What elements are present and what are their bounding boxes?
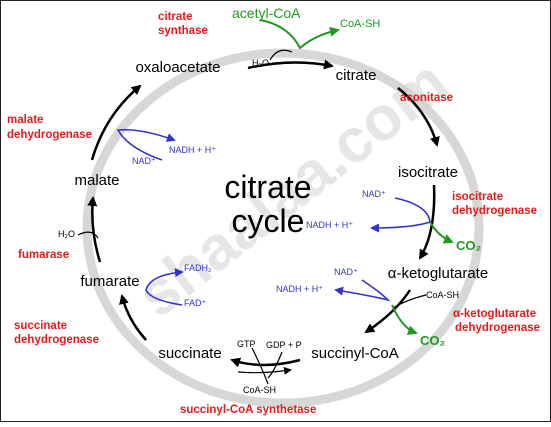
arrow-succinate-fumarate [119,294,147,341]
label-fad: FAD⁺ [184,298,207,308]
title-line2: cycle [232,203,305,239]
label-co2-2: CO₂ [420,333,446,348]
label-fadh2: FADH₂ [184,263,212,273]
enzyme-succinate-dh-2: dehydrogenase [14,334,99,346]
metabolite-alpha-ketoglutarate: α-ketoglutarate [388,265,488,282]
label-nad-akg: NAD⁺ [334,267,358,277]
enzyme-citrate-synthase-1: citrate [158,11,193,23]
enzyme-succinyl-coa-synthetase: succinyl-CoA synthetase [180,404,316,416]
label-acetyl-coa: acetyl-CoA [232,5,301,21]
metabolite-oxaloacetate: oxaloacetate [135,59,220,76]
label-h2o-left: H₂O [58,229,75,239]
arrow-fumarate-malate [87,196,102,263]
enzyme-akg-dh-2: dehydrogenase [455,322,540,334]
label-co2-1: CO₂ [456,238,482,253]
enzyme-fumarase: fumarase [18,249,69,261]
arrow-coash-bottom [237,366,292,375]
label-coa-sh-bottom: CoA-SH [243,385,276,395]
metabolite-citrate: citrate [336,67,377,84]
arrow-h2o-top [269,49,293,61]
label-coa-sh-top: CoA-SH [340,18,380,30]
arrow-citrate-isocitrate [397,87,440,147]
arrow-isocitrate-akg [418,184,436,260]
enzyme-citrate-synthase-2: synthase [158,25,208,37]
arrow-nad-malate [116,128,176,161]
cycle-ring [82,48,484,408]
label-nad-malate: NAD⁺ [132,156,156,166]
metabolite-fumarate: fumarate [80,273,139,290]
enzyme-malate-dh-1: malate [7,114,43,126]
line-gdp [267,351,283,379]
metabolite-isocitrate: isocitrate [398,164,458,181]
label-h2o-top: H₂O [252,58,269,68]
metabolite-succinate: succinate [158,345,221,362]
arrow-nad-isocitrate [370,197,431,233]
metabolite-succinyl-coa: succinyl-CoA [311,345,399,362]
enzyme-akg-dh-1: α-ketoglutarate [453,308,536,320]
enzyme-isocitrate-dh-2: dehydrogenase [452,205,537,217]
enzyme-aconitase: aconitase [400,92,453,104]
arrow-h2o-left [77,231,99,239]
arrow-oxaloacetate-citrate [247,59,334,70]
arrow-succinylcoa-succinate [230,357,301,368]
title-line1: citrate [224,169,311,205]
label-nadh-malate: NADH + H⁺ [169,145,216,155]
enzyme-malate-dh-2: dehydrogenase [7,129,92,141]
label-gdp-p: GDP + P [266,340,302,350]
metabolite-malate: malate [74,172,119,189]
arrow-malate-oxaloacetate [90,84,142,161]
arrow-co2-2 [391,304,418,336]
arrow-acetylcoa-coash [259,19,340,50]
enzyme-isocitrate-dh-1: isocitrate [452,191,503,203]
arrow-fad-fadh2 [145,268,184,306]
label-coa-sh-akg: CoA-SH [426,290,459,300]
line-gtp [251,347,269,385]
arrow-co2-1 [429,221,454,244]
label-nad-isocitrate: NAD⁺ [362,189,386,199]
arrow-nad-akg [334,279,391,302]
label-gtp: GTP [237,339,256,349]
label-nadh-isocitrate: NADH + H⁺ [306,220,353,230]
arrow-akg-succinylcoa [364,289,412,334]
line-coash-akg [392,294,427,309]
label-nadh-akg: NADH + H⁺ [276,284,323,294]
enzyme-succinate-dh-1: succinate [14,320,67,332]
